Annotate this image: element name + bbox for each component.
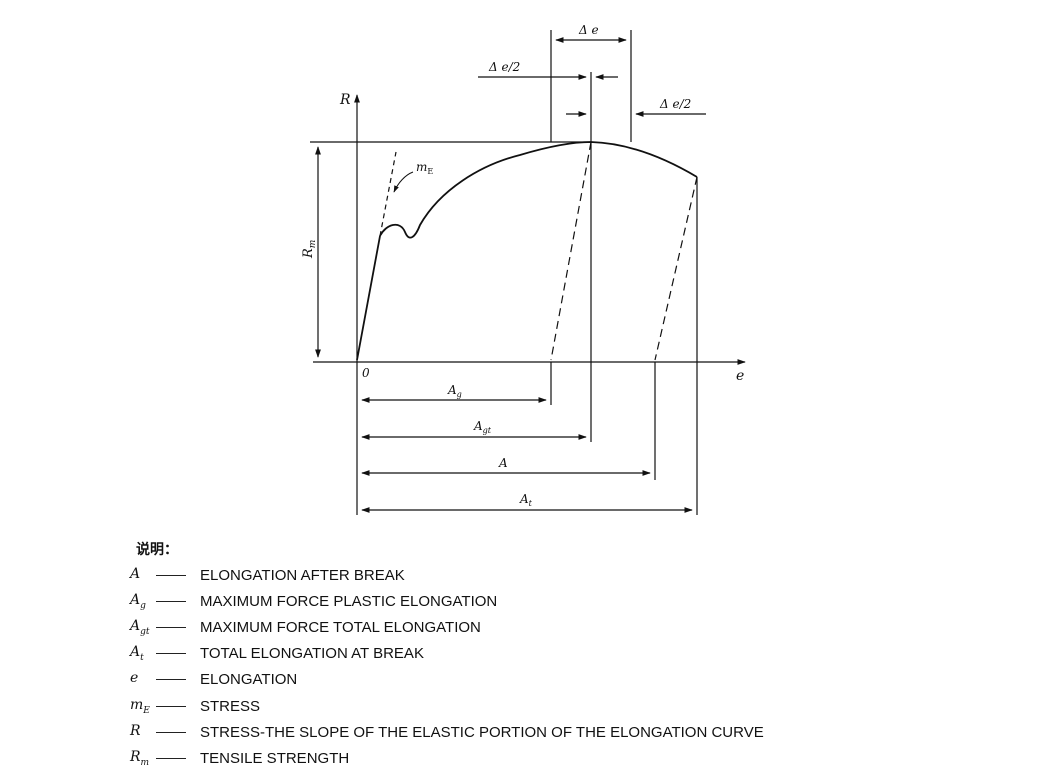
delta-e-label: Δ e (578, 23, 599, 37)
delta-e-half-right-label: Δ e/2 (659, 97, 691, 111)
me-slope-line (379, 151, 397, 237)
legend-dash (156, 731, 186, 733)
legend-text: MAXIMUM FORCE TOTAL ELONGATION (200, 618, 481, 636)
legend-dash (156, 653, 186, 655)
legend-symbol: Ag (130, 591, 146, 611)
legend-title: 说明： (136, 542, 178, 558)
agt-label: Agt (473, 419, 492, 435)
legend-symbol: Agt (130, 618, 150, 637)
legend-symbol: Rm (130, 749, 150, 768)
unload-line-a (654, 176, 698, 361)
legend-dash (156, 600, 186, 602)
legend-text: TOTAL ELONGATION AT BREAK (200, 645, 424, 663)
legend-dash (156, 705, 186, 707)
legend-item: At TOTAL ELONGATION AT BREAK (130, 641, 930, 667)
legend-text: MAXIMUM FORCE PLASTIC ELONGATION (200, 592, 498, 610)
legend-symbol: A (130, 565, 141, 582)
legend-symbol: mE (130, 696, 150, 716)
legend-symbol: At (130, 644, 144, 664)
unload-line-ag (550, 141, 592, 361)
legend-item: e ELONGATION (130, 667, 930, 693)
origin-label: 0 (362, 366, 370, 380)
axis-x-label: e (736, 368, 744, 384)
ag-label: Ag (447, 383, 462, 399)
a-label: A (498, 456, 508, 470)
legend-symbol: e (130, 670, 139, 687)
rm-label: Rm (301, 240, 318, 259)
legend-item: A ELONGATION AFTER BREAK (130, 562, 930, 588)
axis-y-label: R (339, 92, 351, 108)
at-label: At (519, 492, 533, 508)
legend-dash (156, 626, 186, 628)
legend-item: Ag MAXIMUM FORCE PLASTIC ELONGATION (130, 588, 930, 614)
legend-dash (156, 679, 186, 681)
legend-text: TENSILE STRENGTH (200, 749, 350, 767)
legend-text: STRESS (200, 697, 261, 715)
legend: 说明： A ELONGATION AFTER BREAK Ag MAXIMUM … (130, 538, 930, 772)
legend-text: ELONGATION AFTER BREAK (200, 566, 405, 584)
stress-strain-diagram: R e 0 Rm mE Δ e Δ e/2 Δ e/2 Ag Agt A At (301, 23, 746, 515)
legend-dash (156, 574, 186, 576)
delta-e-half-left-label: Δ e/2 (488, 60, 520, 74)
legend-text: ELONGATION (200, 671, 298, 689)
legend-dash (156, 757, 186, 759)
legend-item: R STRESS-THE SLOPE OF THE ELASTIC PORTIO… (130, 719, 930, 745)
me-leader (393, 171, 414, 193)
legend-symbol: R (130, 722, 141, 739)
me-label: mE (416, 160, 433, 176)
legend-item: mE STRESS (130, 693, 930, 719)
stress-strain-curve (356, 141, 698, 361)
legend-item: Agt MAXIMUM FORCE TOTAL ELONGATION (130, 614, 930, 640)
legend-item: Rm TENSILE STRENGTH (130, 745, 930, 771)
legend-text: STRESS-THE SLOPE OF THE ELASTIC PORTION … (200, 723, 764, 741)
